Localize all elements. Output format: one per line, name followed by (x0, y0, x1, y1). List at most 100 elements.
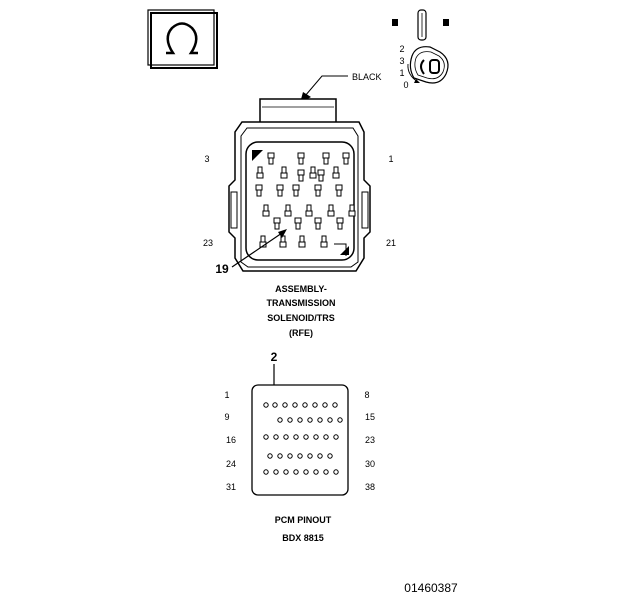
pcm-pin (273, 469, 279, 475)
pcm-connector-face (251, 384, 349, 496)
pin-label-21: 21 (386, 238, 396, 248)
pin-cavity-body (306, 204, 312, 212)
pin-cavity (320, 235, 328, 248)
pin-cavity (335, 184, 343, 197)
pin-cavity-body (277, 189, 283, 197)
pcm-pin (313, 434, 319, 440)
connector-caption-line: TRANSMISSION (266, 298, 335, 308)
pcm-pin (287, 453, 293, 459)
pin-cavity (255, 184, 263, 197)
pcm-pin (337, 417, 343, 423)
pin-cavity-body (343, 157, 349, 165)
pcm-pin (303, 434, 309, 440)
pcm-pin (333, 469, 339, 475)
pin-cavity-head (348, 210, 356, 217)
pin-cavity-head (335, 184, 343, 191)
wire-color-label: BLACK (352, 72, 382, 82)
pin-cavity-head (267, 152, 275, 159)
pin-cavity-body (257, 166, 263, 174)
pcm-row-left-label: 24 (226, 459, 236, 469)
pin-cavity (348, 204, 356, 217)
pcm-row-right-label: 15 (365, 412, 375, 422)
pin-cavity-head (314, 184, 322, 191)
pcm-pin (273, 434, 279, 440)
pin-cavity-body (315, 189, 321, 197)
pin-cavity (276, 184, 284, 197)
pin-cavity-body (285, 204, 291, 212)
key-pin-number: 3 (399, 56, 404, 66)
omega-symbol-icon (147, 9, 218, 69)
pcm-pin (327, 417, 333, 423)
pin-cavity-head (256, 172, 264, 179)
pcm-caption-line: BDX 8815 (282, 533, 324, 543)
pcm-pin (333, 434, 339, 440)
pcm-pin (297, 453, 303, 459)
pin-cavity (284, 204, 292, 217)
pin-cavity (294, 217, 302, 230)
pcm-pin (283, 434, 289, 440)
pin-cavity (292, 184, 300, 197)
pin-cavity (267, 152, 275, 165)
pcm-row-right-label: 23 (365, 435, 375, 445)
pcm-pin (323, 434, 329, 440)
pin-cavity (262, 204, 270, 217)
pcm-pin (293, 434, 299, 440)
pin-cavity-body (268, 157, 274, 165)
pin-cavity-head (262, 210, 270, 217)
pin-cavity-head (297, 152, 305, 159)
pcm-row-left-label: 16 (226, 435, 236, 445)
pin-cavity (298, 235, 306, 248)
pcm-pin (277, 417, 283, 423)
pin-cavity (256, 166, 264, 179)
pin-cavity-body (318, 174, 324, 182)
pin-label-3: 3 (204, 154, 209, 164)
pcm-row-left-label: 1 (224, 390, 229, 400)
pin-cavity (336, 217, 344, 230)
pin-cavity-body (281, 166, 287, 174)
key-lock-icon: 2 3 1 0 (392, 9, 449, 90)
pin-cavity (314, 217, 322, 230)
pin-19-arrow (231, 229, 287, 268)
pointer-pin-label: 19 (215, 262, 229, 276)
pin-cavity-body (337, 222, 343, 230)
document-number: 01460387 (404, 581, 458, 595)
pin-cavity-head (309, 172, 317, 179)
pin-cavity-body (293, 189, 299, 197)
pcm-pin (287, 417, 293, 423)
pcm-pin (297, 417, 303, 423)
pcm-row-right-label: 38 (365, 482, 375, 492)
pin-cavity-head (276, 184, 284, 191)
pin-cavity-head (273, 217, 281, 224)
pin-cavity-head (292, 184, 300, 191)
pin-cavity (314, 184, 322, 197)
pin-cavity-head (294, 217, 302, 224)
pin-cavity-body (328, 204, 334, 212)
pin-cavity (342, 152, 350, 165)
pin-cavity (327, 204, 335, 217)
pin-cavity-body (336, 189, 342, 197)
pin-label-1: 1 (388, 154, 393, 164)
pin-cavity-head (332, 172, 340, 179)
pin-cavity-head (317, 169, 325, 176)
key-pin-number: 1 (399, 68, 404, 78)
pin-label-23: 23 (203, 238, 213, 248)
key-pin-number: 2 (399, 44, 404, 54)
pin-cavity-head (284, 210, 292, 217)
pin-cavity-head (297, 169, 305, 176)
pcm-pin (327, 453, 333, 459)
pin-cavity-body (333, 166, 339, 174)
pin-cavity-head (322, 152, 330, 159)
pin-cavity-head (314, 217, 322, 224)
pin-cavity-head (336, 217, 344, 224)
pcm-pin (317, 453, 323, 459)
pin-cavity-body (349, 204, 355, 212)
pin-cavity (317, 169, 325, 182)
pin-cavity-body (256, 189, 262, 197)
pcm-pin (277, 453, 283, 459)
pin-cavity (297, 152, 305, 165)
pin-cavity-head (279, 241, 287, 248)
pin-cavity-body (274, 222, 280, 230)
pcm-pin (313, 469, 319, 475)
pcm-pin (292, 402, 298, 408)
